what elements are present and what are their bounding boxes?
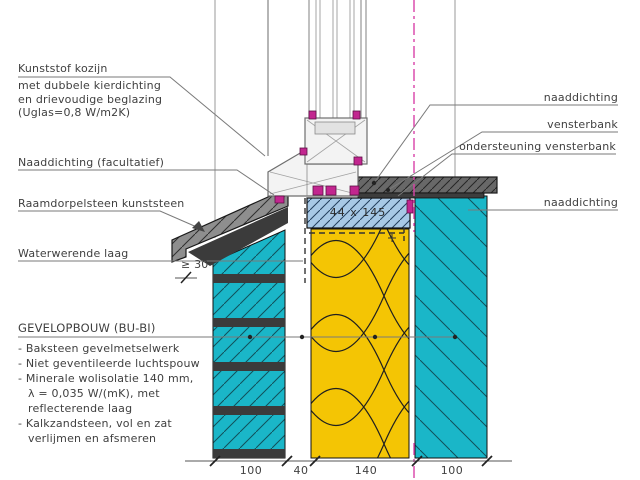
label-naaddichting-facultatief: Naaddichting (facultatief) bbox=[18, 156, 165, 169]
annotation-44x145: 44 x 145 bbox=[329, 206, 387, 219]
brick-masonry bbox=[212, 229, 286, 459]
label-waterwerende-laag: Waterwerende laag bbox=[18, 247, 129, 260]
label-kozijn-line4: (Uglas=0,8 W/m2K) bbox=[18, 106, 131, 119]
dimension-40-cavity: 40 bbox=[293, 464, 309, 477]
leader-naaddichting-top bbox=[373, 104, 618, 184]
label-kozijn-line2: met dubbele kierdichting bbox=[18, 79, 162, 92]
min-30-dimension bbox=[175, 271, 197, 284]
gevelopbouw-list: - Baksteen gevelmetselwerk - Niet gevent… bbox=[18, 341, 200, 446]
seal-gaskets bbox=[274, 110, 414, 214]
gevelopbouw-item: - Minerale wolisolatie 140 mm, bbox=[18, 372, 194, 385]
mineral-wool-insulation bbox=[310, 228, 410, 459]
label-naaddichting-bottom: naaddichting bbox=[543, 196, 618, 209]
label-kozijn-line3: en drievoudige beglazing bbox=[18, 92, 163, 106]
dimension-line-bottom bbox=[185, 455, 512, 467]
window-sill-board bbox=[357, 176, 498, 194]
window-frame-profile bbox=[267, 147, 359, 197]
gevelopbouw-item-continuation: verlijmen en afsmeren bbox=[28, 432, 157, 445]
dimension-140-insulation: 140 bbox=[354, 464, 378, 477]
label-naaddichting-top: naaddichting bbox=[543, 91, 618, 104]
mortar-joints bbox=[213, 274, 285, 458]
leader-lines bbox=[18, 76, 618, 338]
dimension-100-kzs: 100 bbox=[440, 464, 464, 477]
label-raamdorpelsteen: Raamdorpelsteen kunststeen bbox=[18, 197, 185, 210]
label-kozijn-lines: met dubbele kierdichting en drievoudige … bbox=[18, 79, 162, 120]
gevelopbouw-item: - Niet geventileerde luchtspouw bbox=[18, 357, 200, 370]
glazing-spacer bbox=[314, 121, 356, 135]
leader-naaddichting-facultatief bbox=[18, 169, 275, 196]
dimension-100-brick: 100 bbox=[239, 464, 263, 477]
glazing-lines bbox=[308, 0, 367, 126]
sash-profile bbox=[304, 117, 368, 165]
label-ondersteuning-vensterbank: ondersteuning vensterbank bbox=[459, 140, 616, 153]
leader-arrowhead bbox=[192, 221, 205, 232]
reference-lines bbox=[214, 0, 456, 238]
gevelopbouw-item: - Kalkzandsteen, vol en zat bbox=[18, 417, 172, 430]
gevelopbouw-item: - Baksteen gevelmetselwerk bbox=[18, 342, 180, 355]
label-gevelopbouw-heading: GEVELOPBOUW (BU-BI) bbox=[18, 321, 156, 335]
label-vensterbank: vensterbank bbox=[547, 118, 618, 131]
calcium-silicate-block bbox=[414, 195, 488, 459]
gevelopbouw-item-continuation: reflecterende laag bbox=[28, 402, 133, 415]
annotation-min-30: ≥ 30 bbox=[181, 258, 209, 271]
leader-ondersteuning bbox=[397, 153, 616, 197]
gevelopbouw-item-continuation: λ = 0,035 W/(mK), met bbox=[28, 387, 160, 400]
leader-kozijn bbox=[18, 76, 266, 157]
raamdorpelsteen-stone bbox=[171, 187, 289, 263]
waterproof-membrane bbox=[304, 198, 405, 283]
leader-vensterbank bbox=[387, 131, 618, 191]
leader-dots bbox=[247, 180, 458, 340]
dimension-ticks bbox=[209, 455, 493, 467]
leader-raamdorpelsteen bbox=[18, 210, 200, 229]
mortar-bed bbox=[188, 207, 288, 266]
label-kozijn-title: Kunststof kozijn bbox=[18, 62, 108, 75]
